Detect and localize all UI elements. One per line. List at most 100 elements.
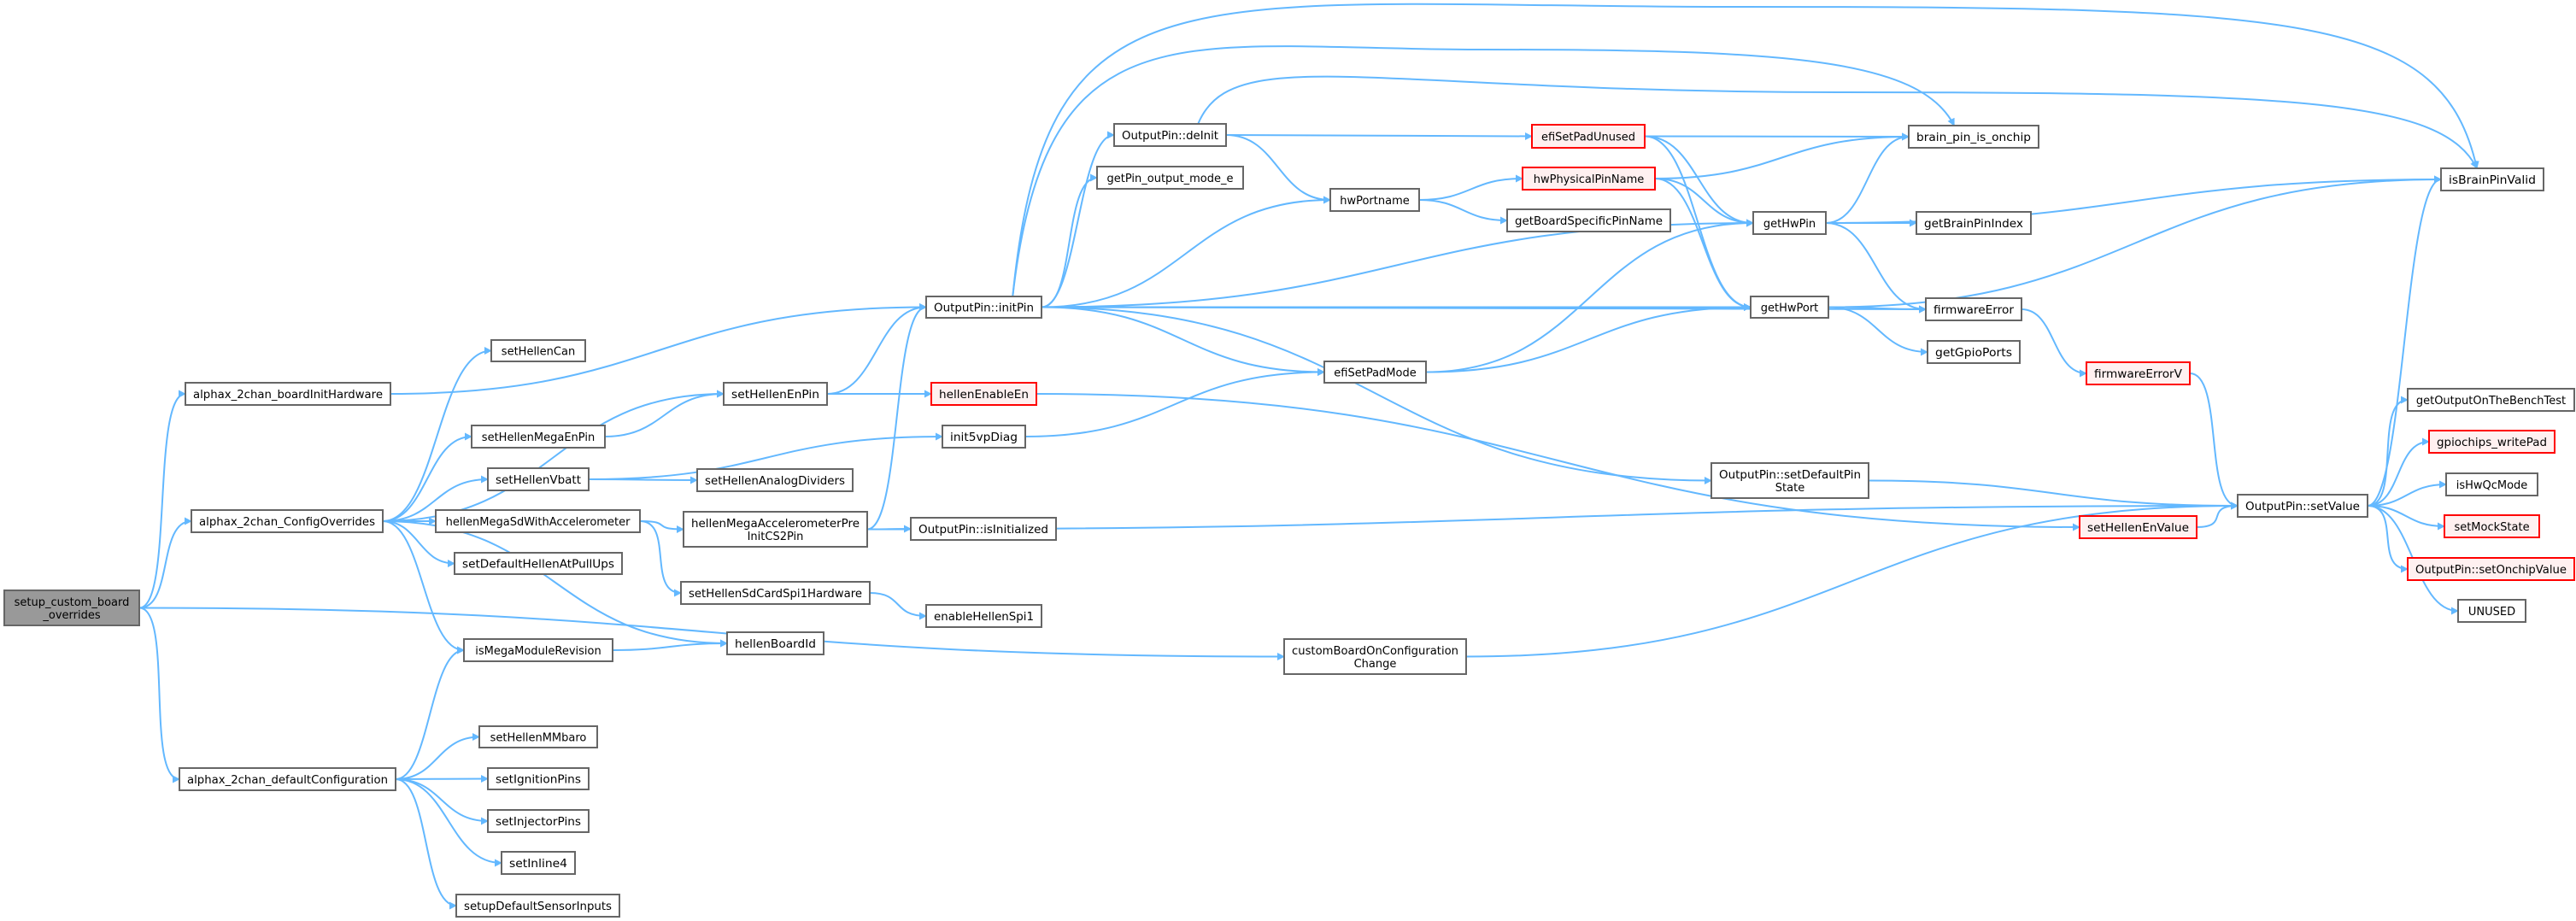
node-box <box>1750 296 1829 319</box>
edge-initPin-to-hwPortname <box>1041 196 1331 308</box>
edge-initPin-to-getHwPin <box>1041 219 1754 308</box>
node-label: setIgnitionPins <box>496 774 581 787</box>
node-isHwQcMode[interactable]: isHwQcMode <box>2445 472 2538 496</box>
node-setHellenMegaEnPin[interactable]: setHellenMegaEnPin <box>471 425 606 449</box>
edge-preInitCS2-to-initPin <box>866 303 927 531</box>
node-label: firmwareErrorV <box>2094 368 2182 381</box>
edge-configOverrides-to-setHellenCan <box>382 347 492 522</box>
node-setInjectorPins[interactable]: setInjectorPins <box>487 809 590 833</box>
node-setHellenEnPin[interactable]: setHellenEnPin <box>723 382 828 406</box>
node-getHwPin[interactable]: getHwPin <box>1752 211 1827 235</box>
node-hellenEnableEn[interactable]: hellenEnableEn <box>930 382 1037 406</box>
node-label: OutputPin::isInitialized <box>918 524 1048 537</box>
node-box <box>1916 211 2032 235</box>
node-gpiochipsWritePad[interactable]: gpiochips_writePad <box>2428 430 2555 454</box>
node-label: setHellenEnPin <box>731 389 819 402</box>
node-setHellenAnalogDividers[interactable]: setHellenAnalogDividers <box>696 468 854 492</box>
node-sdCardSpi1[interactable]: setHellenSdCardSpi1Hardware <box>680 581 871 605</box>
node-setOnchipValue[interactable]: OutputPin::setOnchipValue <box>2407 557 2575 581</box>
edge-deInit-to-efiSetPadUnused <box>1225 132 1533 140</box>
node-box <box>455 894 620 918</box>
node-box <box>942 425 1026 449</box>
edge-setValue-to-getOutputOnTheBenchTest <box>2367 396 2409 507</box>
node-box <box>683 511 868 548</box>
node-efiSetPadUnused[interactable]: efiSetPadUnused <box>1531 124 1646 149</box>
node-label: setupDefaultSensorInputs <box>464 900 612 913</box>
edge-firmwareErrorV-to-setValue <box>2189 373 2239 510</box>
node-firmwareError[interactable]: firmwareError <box>1925 297 2022 321</box>
edge-initPin-to-efiSetPadMode <box>1041 306 1325 376</box>
edge-root-to-defaultConfig <box>138 607 180 783</box>
node-box <box>2407 388 2575 412</box>
node-getGpioPorts[interactable]: getGpioPorts <box>1927 340 2021 364</box>
node-setHellenCan[interactable]: setHellenCan <box>490 339 586 362</box>
node-label: isHwQcMode <box>2456 479 2528 492</box>
node-box <box>2445 472 2538 496</box>
node-setHellenMMbaro[interactable]: setHellenMMbaro <box>478 725 598 748</box>
node-label: OutputPin::setDefaultPin <box>1719 469 1861 482</box>
node-deInit[interactable]: OutputPin::deInit <box>1113 123 1227 147</box>
edge-initPin-to-deInit <box>1041 131 1115 308</box>
node-hwPortname[interactable]: hwPortname <box>1329 188 1420 212</box>
node-isBrainPinValid[interactable]: isBrainPinValid <box>2440 167 2544 191</box>
edge-getHwPort-to-getGpioPorts <box>1828 306 1928 356</box>
node-isInitialized[interactable]: OutputPin::isInitialized <box>910 517 1057 541</box>
edge-setHellenEnPin-to-initPin <box>826 303 927 395</box>
edge-configOverrides-to-setHellenVbatt <box>382 475 489 522</box>
node-isMegaModuleRevision[interactable]: isMegaModuleRevision <box>463 638 613 662</box>
node-hwPhysicalPinName[interactable]: hwPhysicalPinName <box>1522 167 1656 191</box>
node-setValue[interactable]: OutputPin::setValue <box>2237 494 2368 518</box>
edge-defaultConfig-to-setInline4 <box>395 778 502 867</box>
node-label: _overrides <box>42 609 100 622</box>
node-boardInit[interactable]: alphax_2chan_boardInitHardware <box>185 382 391 406</box>
node-brainPinOnchip[interactable]: brain_pin_is_onchip <box>1908 125 2039 149</box>
node-getPinOutputMode[interactable]: getPin_output_mode_e <box>1096 166 1244 190</box>
node-enableHellenSpi1[interactable]: enableHellenSpi1 <box>925 604 1042 628</box>
node-label: firmwareError <box>1933 304 2015 317</box>
edge-efiSetPadUnused-to-getHwPin <box>1644 135 1754 227</box>
node-getBrainPinIndex[interactable]: getBrainPinIndex <box>1916 211 2032 235</box>
node-hellenBoardId[interactable]: hellenBoardId <box>726 631 824 655</box>
node-setHellenVbatt[interactable]: setHellenVbatt <box>487 467 590 491</box>
node-UNUSED[interactable]: UNUSED <box>2457 599 2526 623</box>
edge-hwPhysicalPinName-to-getHwPin <box>1654 178 1754 227</box>
node-label: setup_custom_board <box>15 596 130 609</box>
edge-initPin-to-setDefaultPinState <box>1041 306 1712 484</box>
node-getOutputOnTheBenchTest[interactable]: getOutputOnTheBenchTest <box>2407 388 2575 412</box>
node-setIgnitionPins[interactable]: setIgnitionPins <box>487 767 590 790</box>
edge-getHwPin-to-brainPinOnchip <box>1825 132 1910 224</box>
node-box <box>723 382 828 406</box>
node-box <box>487 809 590 833</box>
edge-efiSetPadMode-to-getHwPort <box>1425 303 1752 373</box>
node-box <box>2079 515 2198 539</box>
node-defaultConfig[interactable]: alphax_2chan_defaultConfiguration <box>179 767 396 791</box>
edge-setValue-to-setMockState <box>2367 505 2445 531</box>
node-root[interactable]: setup_custom_board_overrides <box>3 590 140 626</box>
edge-defaultConfig-to-setInjectorPins <box>395 778 489 825</box>
node-box <box>2440 167 2544 191</box>
node-configOverrides[interactable]: alphax_2chan_ConfigOverrides <box>191 509 384 533</box>
node-initPin[interactable]: OutputPin::initPin <box>925 296 1042 319</box>
node-setMockState[interactable]: setMockState <box>2444 514 2540 538</box>
node-box <box>2457 599 2526 623</box>
edge-boardInit-to-initPin <box>390 303 927 395</box>
node-getHwPort[interactable]: getHwPort <box>1750 296 1829 319</box>
node-getBoardSpecificPinName[interactable]: getBoardSpecificPinName <box>1506 208 1671 232</box>
node-init5vpDiag[interactable]: init5vpDiag <box>942 425 1026 449</box>
node-setupDefaultSensorInputs[interactable]: setupDefaultSensorInputs <box>455 894 620 918</box>
node-setHellenEnValue[interactable]: setHellenEnValue <box>2079 515 2198 539</box>
node-label: OutputPin::deInit <box>1122 130 1218 143</box>
node-box <box>179 767 396 791</box>
edge-getHwPort-to-isBrainPinValid <box>1828 175 2442 308</box>
node-setInline4[interactable]: setInline4 <box>501 851 576 875</box>
node-firmwareErrorV[interactable]: firmwareErrorV <box>2086 361 2191 385</box>
node-box <box>2237 494 2368 518</box>
node-efiSetPadMode[interactable]: efiSetPadMode <box>1323 361 1427 384</box>
node-setDefaultHellenAtPullUps[interactable]: setDefaultHellenAtPullUps <box>454 552 623 575</box>
node-box <box>185 382 391 406</box>
node-box <box>2407 557 2575 581</box>
node-hellenMegaSd[interactable]: hellenMegaSdWithAccelerometer <box>435 509 641 533</box>
